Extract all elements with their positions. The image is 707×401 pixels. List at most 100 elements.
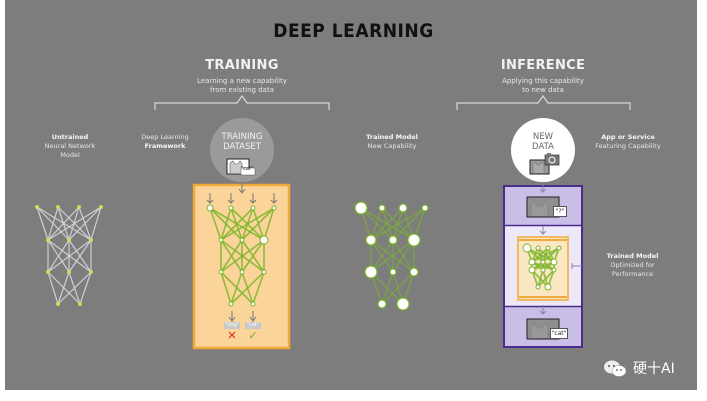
- training-subtitle-1: Learning a new capability: [197, 77, 287, 85]
- network-node: [67, 270, 71, 274]
- network-node: [389, 268, 397, 276]
- diagram-title: DEEP LEARNING: [273, 20, 434, 42]
- training-bracket: [154, 94, 330, 110]
- network-node: [528, 258, 536, 266]
- dataset-tag: "cat": [240, 166, 254, 172]
- network-node: [46, 238, 50, 242]
- network-edge: [220, 239, 243, 273]
- correct-check-icon: ✓: [248, 329, 258, 342]
- watermark-text: 硬十AI: [633, 361, 675, 377]
- network-node: [544, 283, 552, 291]
- network-node: [409, 267, 419, 277]
- network-edge: [220, 271, 232, 305]
- new-data-label: NEW DATA: [511, 132, 575, 152]
- network-node: [99, 205, 103, 209]
- optimized-network: [522, 243, 562, 291]
- network-node: [535, 284, 541, 290]
- network-edge: [381, 271, 394, 305]
- network-node: [396, 297, 410, 311]
- untrained-label-3: Model: [60, 151, 80, 159]
- optimized-label-1: Trained Model: [606, 252, 659, 260]
- framework-label-1: Deep Learning: [141, 133, 189, 141]
- network-edge: [47, 206, 80, 241]
- optimized-model-label: Trained Model Optimized for Performance: [595, 252, 670, 279]
- network-edge: [220, 207, 275, 241]
- trained-model-label-1: Trained Model: [366, 133, 418, 141]
- network-node: [250, 301, 256, 307]
- network-edge: [220, 207, 254, 241]
- output-tag-dog: "dog": [224, 322, 240, 329]
- network-edge: [531, 247, 560, 263]
- network-node: [35, 205, 39, 209]
- camera-icon: [544, 153, 560, 166]
- network-edge: [47, 206, 59, 241]
- network-edge: [370, 207, 426, 241]
- training-heading: TRAINING: [205, 58, 279, 73]
- network-node: [556, 245, 562, 251]
- network-node: [550, 258, 558, 266]
- network-node: [206, 204, 214, 212]
- network-edge: [47, 239, 92, 273]
- network-edge: [47, 271, 59, 305]
- network-edge: [68, 239, 92, 273]
- network-node: [228, 205, 234, 211]
- network-node: [388, 235, 398, 245]
- input-tag: "?": [553, 206, 567, 217]
- network-node: [528, 266, 536, 274]
- network-edge: [47, 239, 70, 273]
- output-tag: "cat": [550, 328, 568, 339]
- network-edge: [57, 271, 92, 305]
- network-node: [271, 205, 277, 211]
- network-node: [250, 205, 256, 211]
- network-node: [421, 204, 429, 212]
- network-node: [56, 302, 60, 306]
- network-edge: [90, 206, 102, 241]
- app-service-label: App or Service Featuring Capability: [588, 133, 668, 151]
- network-edge: [230, 271, 243, 305]
- network-node: [239, 237, 245, 243]
- network-edge: [57, 271, 70, 305]
- network-node: [228, 301, 234, 307]
- app-label-2: Featuring Capability: [595, 142, 661, 150]
- optimized-label-3: Performance: [611, 270, 654, 278]
- network-edge: [230, 271, 265, 305]
- network-edge: [241, 239, 265, 273]
- network-node: [259, 235, 269, 245]
- network-node: [218, 269, 224, 275]
- untrained-label-1: Untrained: [51, 133, 89, 141]
- network-node: [77, 205, 81, 209]
- network-edge: [79, 271, 92, 305]
- optimized-connector: [571, 263, 582, 269]
- network-node: [354, 201, 368, 215]
- dataset-cat-image-icon: [226, 158, 256, 176]
- network-edge: [263, 207, 275, 241]
- new-data-circle: [511, 118, 575, 182]
- network-node: [540, 267, 546, 273]
- network-node: [67, 238, 71, 242]
- network-edge: [531, 261, 555, 271]
- network-node: [365, 234, 377, 246]
- training-subtitle-2: from existing data: [210, 86, 274, 94]
- inference-bracket: [456, 94, 631, 110]
- wechat-icon: [604, 360, 627, 377]
- training-network: [206, 193, 278, 307]
- training-dataset-circle: [210, 118, 274, 182]
- network-edge: [542, 247, 560, 263]
- network-node: [378, 204, 386, 212]
- network-edge: [241, 207, 275, 241]
- untrained-model-label: Untrained Neural Network Model: [30, 133, 110, 160]
- network-edge: [36, 206, 49, 241]
- inference-subtitle-2: to new data: [522, 86, 564, 94]
- network-edge: [209, 207, 222, 241]
- dataset-label-1: TRAINING: [221, 132, 263, 142]
- untrained-network: [35, 205, 103, 306]
- dataset-label-2: DATASET: [223, 142, 261, 152]
- network-node: [364, 265, 378, 279]
- trained-model-label-2: New Capability: [367, 142, 417, 150]
- network-node: [522, 243, 532, 253]
- network-node: [407, 233, 421, 247]
- output-tag-cat: "cat": [245, 322, 261, 329]
- network-edge: [370, 239, 415, 273]
- new-data-label-2: DATA: [532, 142, 554, 152]
